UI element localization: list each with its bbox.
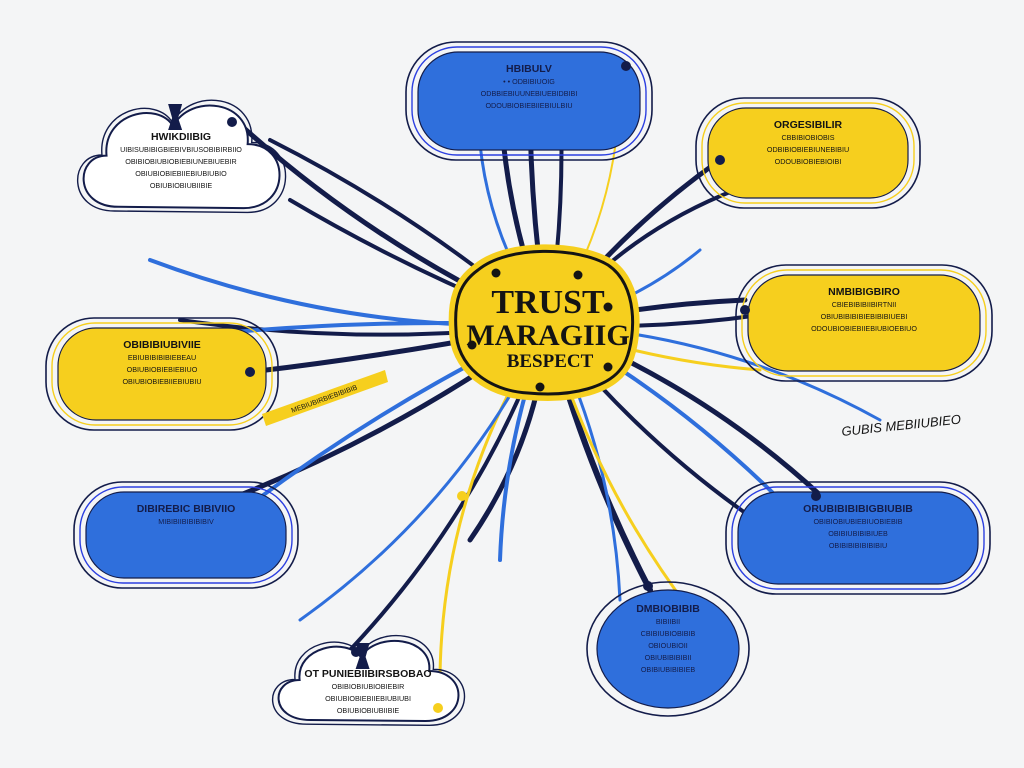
node-shape — [85, 491, 287, 579]
node-text-line: BIBIIBII — [656, 617, 680, 626]
node-heading: OBIBIBIUBIVIIE — [123, 339, 201, 351]
node-text-line: OBIBIUBIBIBIUEB — [828, 529, 888, 538]
connector-dot — [811, 491, 821, 501]
node-outline — [701, 102, 915, 204]
ribbon-label: MEBIUBIRBIEBIBIBIB — [262, 370, 388, 426]
node-text-line: CBIBIUBIOBIBIB — [641, 629, 696, 638]
node-text-line: OBIUBIOBIEBIIEBIUBIU — [122, 377, 201, 386]
node-text-line: OBIBIUBIBIBIEB — [641, 665, 696, 674]
node-right[interactable]: NMBIBIGBIRO CBIEBIBIBIIBIRTNII OBIUBIBIBIB… — [735, 264, 993, 382]
node-outline — [51, 322, 273, 426]
central-text-line: BESPECT — [507, 351, 594, 372]
node-text-line: CBBIBIOBIOBIS — [781, 133, 834, 142]
ribbon-strip — [262, 370, 388, 426]
node-text-line: OBIUBIBIBIBIEBIBIBIUEBI — [821, 312, 908, 321]
node-text-line: MIBIBIIBIBIBIBIV — [158, 517, 214, 526]
node-text-line: OBIUBIOBIEBIEBIUO — [127, 365, 198, 374]
node-outline — [586, 581, 750, 717]
connector-dot — [621, 61, 631, 71]
node-outline — [79, 486, 293, 584]
connector-dot — [643, 581, 653, 591]
node-text-line: OBIUBIOBIEBIIEBIUBIUBIO — [135, 169, 227, 178]
node-shape — [737, 491, 979, 585]
node-outline — [73, 481, 299, 589]
node-left[interactable]: DIBIREBIC BIBIVIIO MIBIBIIBIBIBIBIV — [73, 481, 299, 589]
connector-dot — [715, 155, 725, 165]
node-heading: OT PUNIEBIIBIRSBOBAO — [304, 668, 431, 680]
node-shape — [596, 589, 740, 709]
node-outline — [411, 46, 647, 156]
node-heading: HBIBULV — [506, 63, 552, 75]
node-bottom-left[interactable]: OT PUNIEBIIBIRSBOBAO OBIBIOBIUBIOBIEBIR OB… — [271, 634, 466, 727]
node-heading: HWIKDIIBIG — [151, 131, 211, 143]
connector-dot — [740, 305, 750, 315]
node-text-line: OBIUBIOBIUBIIBIE — [150, 181, 213, 190]
node-outline — [741, 269, 987, 377]
node-outline — [45, 317, 279, 431]
node-outline — [731, 486, 985, 590]
node-text-line: ODOUBIOBIEBIIEBIUBIOEBIUO — [811, 324, 917, 333]
node-outline — [695, 97, 921, 209]
side-note: GUBIS MEBIIUBIEO — [841, 412, 962, 439]
central-text-line: MARAGIIG — [466, 319, 629, 352]
central-dot — [573, 270, 583, 280]
connector-dot — [245, 367, 255, 377]
node-shape — [707, 107, 909, 199]
central-dot — [467, 340, 477, 350]
node-text-line: ODBBIEBIUUNEBIUEBIDBIBI — [481, 89, 578, 98]
node-text-line: OBIBIBIBIBIBIBIU — [829, 541, 887, 550]
connector-dot — [433, 703, 443, 713]
node-outline — [735, 264, 993, 382]
node-text-line: OBIOUBIOII — [648, 641, 688, 650]
node-text-line: OBIBIOBIUBIOBIEBIUNEBIUEBIR — [125, 157, 236, 166]
ribbon-text: MEBIUBIRBIEBIBIBIB — [291, 384, 359, 415]
node-bottom[interactable]: DMBIOBIBIB BIBIIBII CBIBIUBIOBIBIB OBIOUBIO… — [586, 581, 750, 717]
central-dot — [491, 268, 501, 278]
node-heading: DIBIREBIC BIBIVIIO — [137, 503, 236, 515]
connector-dot — [227, 117, 237, 127]
central-dot — [535, 382, 545, 392]
node-text-line: UIBISUBIBIGBIEBIVBIUSOBIBIRBIIO — [120, 145, 242, 154]
node-outline — [405, 41, 653, 161]
node-text-line: ODOUBIOBIEBIOIBI — [775, 157, 842, 166]
node-text-line: OBIBIOBIUBIOBIEBIR — [332, 682, 405, 691]
node-text-line: OBIUBIOBIUBIIBIE — [337, 706, 400, 715]
connector-dot — [960, 294, 976, 310]
node-upper-left[interactable]: OBIBIBIUBIVIIE EBIUBIBIBIBIEBEAU OBIUBIOBI… — [45, 317, 279, 431]
central-shape — [454, 249, 635, 396]
node-top[interactable]: HBIBULV • • ODBIBIUOIG ODBBIEBIUUNEBIUEBID… — [405, 41, 653, 161]
node-text-line: OBIBIOBIUBIEBIUOBIEBIB — [813, 517, 902, 526]
node-heading: NMBIBIGBIRO — [828, 286, 900, 298]
node-text-line: OBIUBIBIBIBII — [645, 653, 692, 662]
node-top-right[interactable]: ORGESIBILIR CBBIBIOBIOBIS ODBIBIOBIEBIUNEB… — [695, 97, 921, 209]
central-dot — [603, 302, 613, 312]
central-text-line: TRUST — [491, 284, 605, 321]
node-text-line: ODOUBIOBIEBIIEBIULBIU — [485, 101, 572, 110]
node-text-line: ODBIBIOBIEBIUNEBIBIU — [767, 145, 849, 154]
node-heading: ORUBIBIBIBIGBIUBIB — [803, 503, 913, 515]
central-dot — [603, 362, 613, 372]
node-outline — [725, 481, 991, 595]
node-top-left[interactable]: HWIKDIIBIG UIBISUBIBIGBIEBIVBIUSOBIBIRBII… — [77, 99, 287, 214]
connector-dot — [351, 647, 361, 657]
connector-dot — [457, 491, 467, 501]
node-bottom-right[interactable]: ORUBIBIBIBIGBIUBIB OBIBIOBIUBIEBIUOBIEBIB… — [725, 481, 991, 595]
node-text-line: • • ODBIBIUOIG — [503, 77, 555, 86]
node-shape — [57, 327, 267, 421]
node-text-line: OBIUBIOBIEBIIEBIUBIUBI — [325, 694, 411, 703]
node-shape — [747, 274, 981, 372]
node-text-line: EBIUBIBIBIBIEBEAU — [128, 353, 196, 362]
node-text-line: CBIEBIBIBIIBIRTNII — [832, 300, 897, 309]
node-shape — [417, 51, 641, 151]
node-heading: DMBIOBIBIB — [636, 603, 700, 615]
node-heading: ORGESIBILIR — [774, 119, 843, 131]
hourglass-icon — [168, 104, 183, 130]
